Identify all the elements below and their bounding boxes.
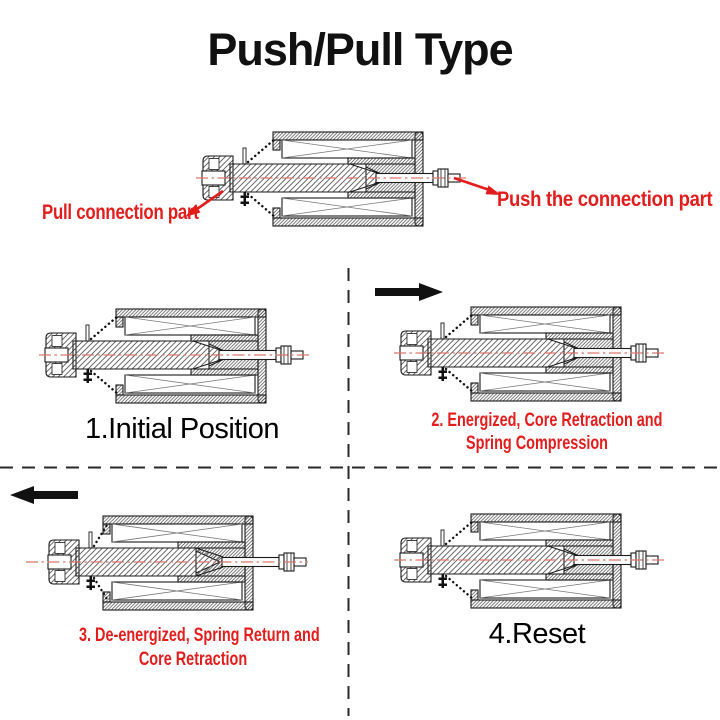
stage4-caption: 4.Reset <box>488 618 586 650</box>
stage3-caption-line2: Core Retraction <box>138 649 248 670</box>
stage1-caption: 1.Initial Position <box>84 413 280 445</box>
flow-arrow-left-icon <box>10 486 78 504</box>
stage2-caption: 2. Energized, Core Retraction and Spring… <box>431 409 663 455</box>
stage2-caption-line1: 2. Energized, Core Retraction and <box>431 410 663 431</box>
pull-motion-arrow-icon <box>185 189 224 217</box>
stage2-caption-line2: Spring Compression <box>465 433 609 454</box>
solenoid-diagram-stage1 <box>43 304 321 408</box>
push-connection-label: Push the connection part <box>497 188 713 211</box>
push-motion-arrow-icon <box>453 176 501 195</box>
solenoid-diagram-hero <box>200 127 478 231</box>
solenoid-diagram-stage2 <box>398 302 676 406</box>
pull-connection-label: Pull connection part <box>42 201 199 224</box>
stage3-caption-line1: 3. De-energized, Spring Return and <box>79 625 320 646</box>
solenoid-diagram-stage4 <box>398 509 676 613</box>
flow-arrow-right-icon <box>375 283 443 301</box>
solenoid-diagram-stage3 <box>30 511 308 615</box>
page-title: Push/Pull Type <box>207 24 513 75</box>
stage3-caption: 3. De-energized, Spring Return and Core … <box>79 624 320 672</box>
